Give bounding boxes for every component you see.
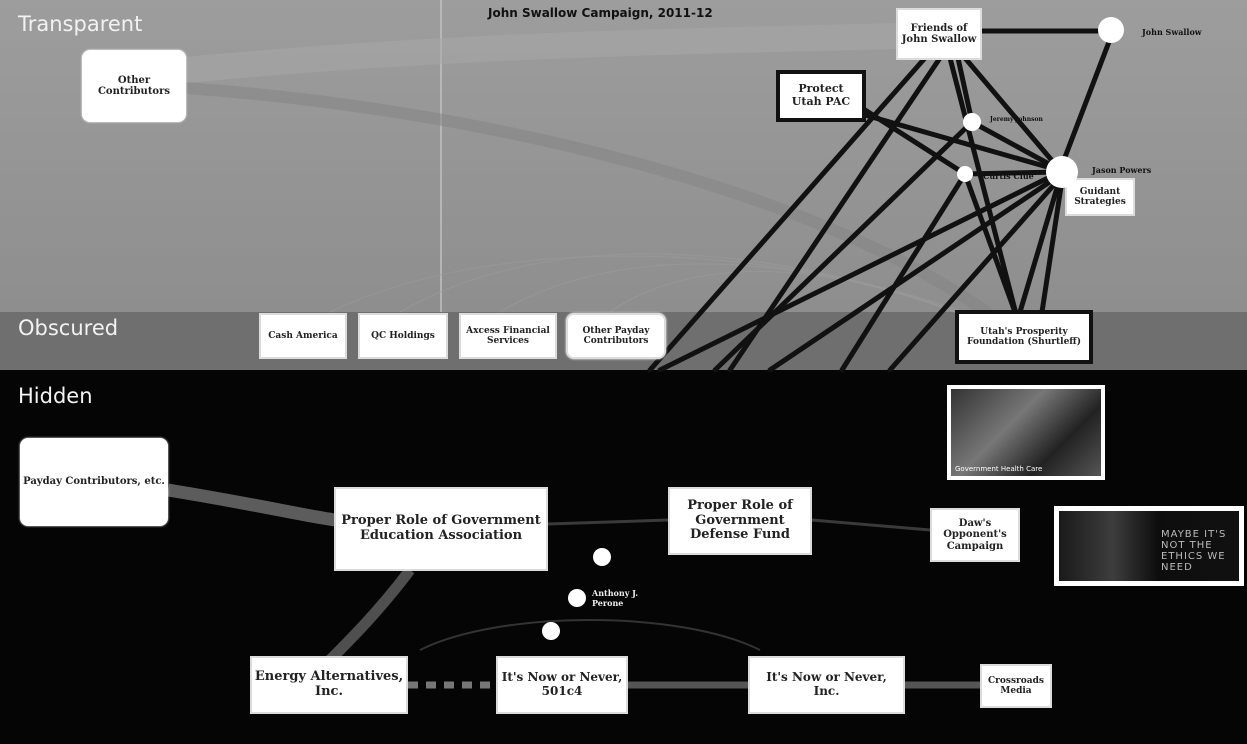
person-dot-curtis (957, 166, 973, 182)
person-label-jason-powers: Jason Powers (1092, 165, 1152, 175)
person-label-upper: Jeremy Johnson (990, 116, 1043, 123)
link-curtis-prosperity (962, 171, 1018, 315)
node-friends-of-john-swallow: Friends of John Swallow (896, 8, 982, 60)
link-person-hidden (712, 119, 975, 373)
link-friends-person (955, 55, 975, 125)
band-label-transparent: Transparent (18, 12, 143, 36)
node-energy-alternatives: Energy Alternatives, Inc. (250, 656, 408, 714)
ad-photo-image: MAYBE IT'S NOT THE ETHICS WE NEED (1059, 511, 1239, 581)
link-curtis-powers (962, 169, 1063, 177)
node-its-now-501c4: It's Now or Never, 501c4 (496, 656, 628, 714)
node-other-contributors: Other Contributors (82, 50, 186, 122)
band-label-hidden: Hidden (18, 384, 93, 408)
ad-photo-text: MAYBE IT'S NOT THE ETHICS WE NEED (1161, 529, 1227, 573)
chart-title: John Swallow Campaign, 2011-12 (488, 6, 713, 20)
link-friends-powers (962, 55, 1063, 173)
thin-arc-1 (329, 255, 1011, 331)
node-crossroads-media: Crossroads Media (980, 664, 1052, 708)
mailer-photo-image: Government Health Care (951, 389, 1101, 476)
node-utahs-prosperity: Utah's Prosperity Foundation (Shurtleff) (955, 310, 1093, 364)
flow-prgea-energy (326, 566, 415, 664)
link-powers-prosperity (1017, 175, 1063, 315)
person-label-anthony-perone: Anthony J. Perone (592, 588, 639, 608)
link-guidant-prosperity (1039, 177, 1065, 315)
link-powers-hidden-1 (657, 169, 1063, 373)
node-daws-opponent: Daw's Opponent's Campaign (930, 508, 1020, 562)
flow-prgdf-daws (811, 518, 931, 532)
person-dot-anthony-perone (568, 589, 586, 607)
node-prgdf: Proper Role of Government Defense Fund (668, 487, 812, 555)
ad-photo: MAYBE IT'S NOT THE ETHICS WE NEED (1054, 506, 1244, 586)
link-person-powers (969, 119, 1063, 173)
link-powers-hidden-2 (767, 172, 1063, 373)
column-divider (440, 0, 442, 312)
link-pac-curtis (862, 107, 968, 177)
link-friends-prosperity (947, 55, 1018, 313)
link-pac-powers (862, 112, 1061, 173)
person-dot-jason-powers (1046, 156, 1078, 188)
link-curtis-hidden (839, 171, 968, 373)
flow-payday-prgea (166, 483, 336, 527)
node-payday-contributors: Payday Contributors, etc. (20, 438, 168, 526)
mailer-photo: Government Health Care (947, 385, 1105, 480)
person-dot-hidden-1 (593, 548, 611, 566)
flow-prgea-prgdf (547, 518, 669, 526)
link-friends-obscured-1 (647, 55, 928, 373)
node-its-now-inc: It's Now or Never, Inc. (748, 656, 905, 714)
band-label-obscured: Obscured (18, 316, 119, 340)
dark-links (647, 28, 1115, 373)
person-label-john-swallow: John Swallow (1142, 27, 1202, 37)
person-dot-hidden-3 (542, 622, 560, 640)
person-dot-upper (963, 113, 981, 131)
link-powers-hidden-3 (887, 175, 1063, 373)
person-dot-john-swallow (1098, 17, 1124, 43)
node-guidant-strategies: Guidant Strategies (1065, 178, 1135, 216)
arc-hidden (419, 619, 761, 651)
person-label-curtis: Curtis Clue (983, 171, 1034, 181)
node-protect-utah-pac: Protect Utah PAC (776, 70, 866, 122)
node-qc-holdings: QC Holdings (358, 313, 448, 359)
mailer-photo-caption: Government Health Care (955, 465, 1043, 473)
flow-other-to-friends (183, 22, 926, 83)
node-other-payday: Other Payday Contributors (566, 313, 666, 359)
link-swallow-powers (1059, 31, 1115, 168)
flow-other-to-prosperity (184, 82, 1014, 335)
node-axcess-financial: Axcess Financial Services (459, 313, 557, 359)
node-cash-america: Cash America (259, 313, 347, 359)
node-prgea: Proper Role of Government Education Asso… (334, 487, 548, 571)
